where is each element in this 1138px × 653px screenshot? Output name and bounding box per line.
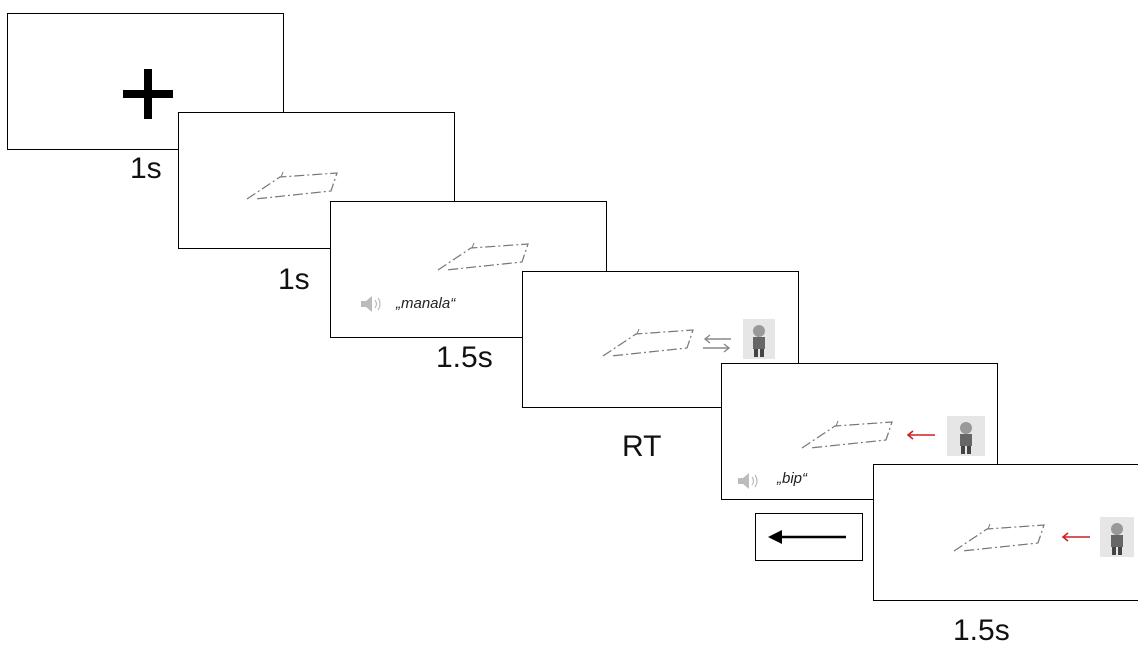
speaker-icon xyxy=(361,296,381,312)
frame-fixation xyxy=(7,13,284,150)
auditory-word: „manala“ xyxy=(396,295,456,312)
line-drawing-icon xyxy=(246,171,338,200)
speaker-icon xyxy=(738,473,758,489)
line-drawing-icon xyxy=(953,523,1045,552)
frame-feedback-audio: „bip“ xyxy=(721,363,998,500)
auditory-word: „bip“ xyxy=(777,470,808,487)
double-arrow-icon xyxy=(703,334,731,353)
response-arrow-icon xyxy=(768,530,846,544)
line-drawing-icon xyxy=(437,242,529,271)
character-icon xyxy=(743,319,775,359)
left-arrow-icon xyxy=(1061,532,1090,542)
timing-label-3: 1.5s xyxy=(436,341,493,374)
character-icon xyxy=(947,416,985,456)
line-drawing-icon xyxy=(801,420,893,449)
response-key-box xyxy=(755,513,863,561)
timing-label-2: 1s xyxy=(278,263,310,296)
frame-feedback-final xyxy=(873,464,1138,601)
timing-label-rt: RT xyxy=(622,430,662,463)
fixation-cross-icon xyxy=(123,69,173,119)
left-arrow-icon xyxy=(906,430,935,440)
timing-label-5: 1.5s xyxy=(953,614,1010,647)
timing-label-1: 1s xyxy=(130,152,162,185)
character-icon xyxy=(1100,517,1134,557)
line-drawing-icon xyxy=(602,328,694,357)
